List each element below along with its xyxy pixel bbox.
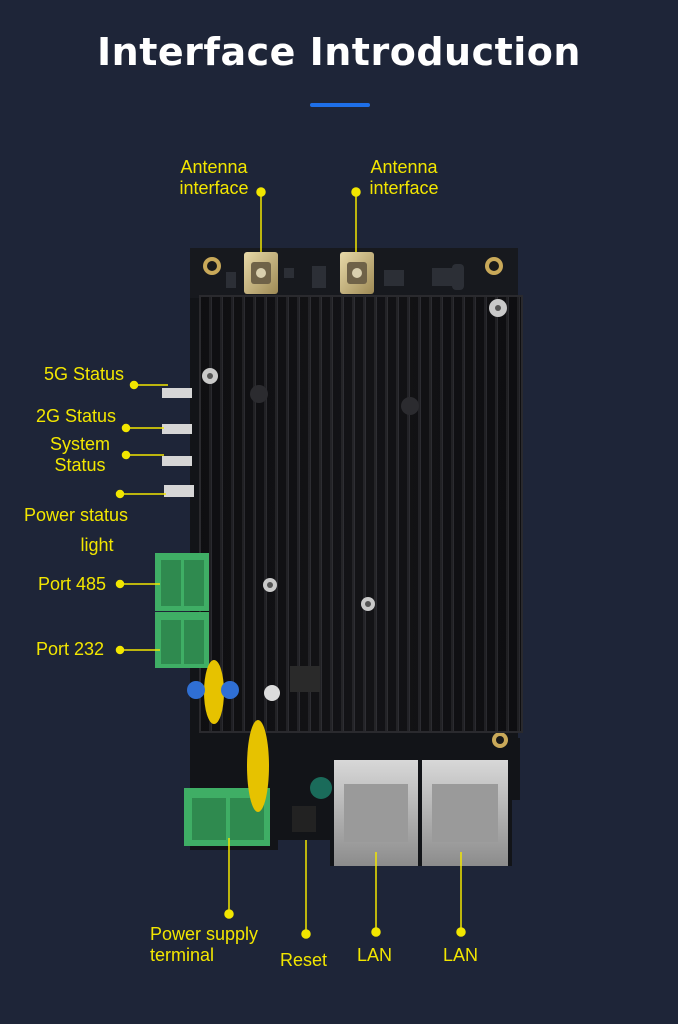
- label-port-232: Port 232: [36, 639, 105, 659]
- label-antenna-right: Antenna interface: [362, 157, 446, 199]
- label-antenna-left-line1: Antenna: [180, 157, 248, 177]
- label-power-supply-line2: terminal: [150, 945, 215, 965]
- label-antenna-left-line2: interface: [179, 178, 249, 198]
- title-underline: [310, 103, 370, 107]
- label-system-status-line2: Status: [54, 455, 106, 475]
- label-port-485: Port 485: [38, 574, 107, 594]
- components: [187, 660, 332, 832]
- label-power-status-line2: light: [80, 535, 114, 555]
- label-lan-right: LAN: [443, 945, 479, 965]
- leader-lines: [115, 187, 466, 939]
- antenna-connector-right: [340, 252, 374, 294]
- heatsink: [199, 295, 523, 733]
- label-power-supply-terminal: Power supply terminal: [150, 924, 258, 966]
- label-antenna-left: Antenna interface: [172, 157, 256, 199]
- status-led-5g: [162, 388, 192, 398]
- label-power-supply-line1: Power supply: [150, 924, 259, 944]
- port-232-terminal: [155, 612, 209, 668]
- label-system-status: System Status: [44, 434, 116, 476]
- lan-port-right: [422, 760, 508, 866]
- status-led-system: [162, 456, 192, 466]
- label-power-status-light: Power status light: [18, 500, 134, 560]
- antenna-connector-left: [244, 252, 278, 294]
- label-antenna-right-line1: Antenna: [370, 157, 438, 177]
- label-power-status-line1: Power status: [23, 505, 129, 525]
- lan-port-left: [334, 760, 418, 866]
- page-title: Interface Introduction: [97, 30, 581, 74]
- label-system-status-line1: System: [49, 434, 110, 454]
- label-2g-status: 2G Status: [36, 406, 117, 426]
- status-led-2g: [162, 424, 192, 434]
- label-antenna-right-line2: interface: [369, 178, 439, 198]
- label-5g-status: 5G Status: [44, 364, 125, 384]
- port-485-terminal: [155, 553, 209, 611]
- status-led-power: [164, 485, 194, 497]
- label-reset: Reset: [280, 950, 328, 970]
- label-lan-left: LAN: [357, 945, 393, 965]
